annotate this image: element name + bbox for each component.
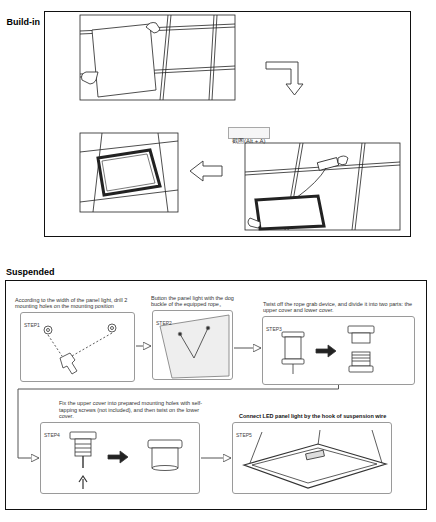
drill-holes-figure — [111, 327, 114, 330]
step-panel: Connect LED panel light by the hook of s… — [232, 422, 392, 494]
installed-panel-figure — [80, 133, 178, 212]
section-heading: Build-in — [7, 17, 41, 28]
connect-panel-figure — [256, 196, 324, 229]
connect-panel-figure — [245, 143, 400, 230]
rope-grab-figure — [352, 352, 370, 366]
step-label: STEP5 — [236, 432, 252, 438]
section-frame: SuspendedAccording to the width of the p… — [5, 280, 427, 510]
flow-arrow — [234, 348, 261, 349]
step-label: STEP4 — [44, 432, 60, 438]
step-panel: Fix the upper cover into prepared mounti… — [40, 422, 200, 494]
connect-panel-figure — [338, 156, 348, 165]
step-panel: According to the width of the panel ligh… — [20, 312, 135, 382]
flow-arrow — [201, 458, 231, 459]
insert-panel-figure — [82, 72, 99, 84]
drill-holes-figure — [47, 329, 50, 332]
turn-arrow — [266, 62, 303, 95]
rope-grab-figure — [282, 332, 304, 337]
installed-panel-figure — [102, 154, 155, 191]
rope-grab-figure — [352, 355, 370, 361]
step-label: STEP2 — [156, 320, 172, 326]
installed-panel-figure — [80, 133, 178, 212]
tooltip-text: 截图(Alt + A) — [232, 138, 266, 145]
connect-panel-figure — [248, 218, 260, 228]
fix-cover-figure — [75, 439, 91, 456]
fix-cover-figure — [70, 432, 96, 439]
step-label: STEP1 — [24, 322, 40, 328]
fix-cover-figure — [152, 466, 178, 471]
fix-cover-figure — [152, 448, 178, 468]
step-instruction: Twist off the rope grab device, and divi… — [263, 301, 418, 314]
insert-panel-figure — [80, 15, 235, 100]
suspended-panel-figure — [306, 450, 325, 460]
step-instruction: Fix the upper cover into prepared mounti… — [59, 400, 211, 420]
suspended-panel-figure — [252, 448, 377, 483]
rope-grab-figure — [282, 326, 374, 374]
left-arrow — [190, 161, 222, 181]
step-instruction: Button the panel light with the dog buck… — [151, 295, 245, 308]
rope-grab-figure — [293, 364, 294, 374]
insert-panel-figure — [146, 23, 160, 34]
drill-holes-figure — [48, 333, 112, 356]
hook-rope-figure — [180, 328, 208, 358]
fix-cover-figure — [108, 451, 128, 463]
drill-holes-figure — [108, 324, 116, 332]
rope-grab-figure — [349, 366, 373, 372]
rope-grab-figure — [352, 333, 370, 343]
installed-panel-figure — [80, 133, 178, 212]
screenshot-tooltip: 截图(Alt + A) — [228, 127, 270, 139]
suspended-panel-figure — [244, 430, 386, 488]
step-panel: Button the panel light with the dog buck… — [152, 310, 233, 380]
section-heading: Suspended — [6, 267, 55, 278]
flow-arrow — [136, 346, 151, 347]
connect-panel-figure — [245, 143, 400, 230]
turn-arrow — [266, 62, 303, 95]
section-frame: Build-in截图(Alt + A) — [44, 11, 411, 237]
rope-grab-figure — [285, 337, 301, 359]
connect-panel-figure — [296, 168, 326, 198]
left-arrow — [190, 161, 222, 181]
fix-cover-figure — [70, 432, 182, 489]
insert-panel-figure — [92, 24, 156, 97]
insert-panel-figure — [80, 15, 235, 100]
rope-grab-figure — [316, 345, 336, 357]
fix-cover-figure — [75, 444, 91, 452]
fix-cover-figure — [148, 440, 182, 448]
step-panel: Twist off the rope grab device, and divi… — [262, 316, 415, 385]
connect-panel-figure — [317, 158, 338, 171]
drill-holes-figure — [60, 353, 77, 374]
drill-holes-figure — [44, 324, 116, 374]
suspended-panel-figure — [244, 444, 386, 488]
rope-grab-figure — [348, 326, 374, 333]
step-instruction: Connect LED panel light by the hook of s… — [239, 413, 401, 420]
insert-panel-figure — [160, 15, 217, 100]
drill-holes-figure — [44, 326, 52, 334]
step-label: STEP3 — [266, 326, 282, 332]
fix-cover-figure — [79, 476, 87, 489]
rope-grab-figure — [282, 359, 304, 364]
fix-cover-figure — [82, 456, 83, 468]
installed-panel-figure — [98, 150, 160, 195]
step-instruction: According to the width of the panel ligh… — [15, 297, 140, 310]
